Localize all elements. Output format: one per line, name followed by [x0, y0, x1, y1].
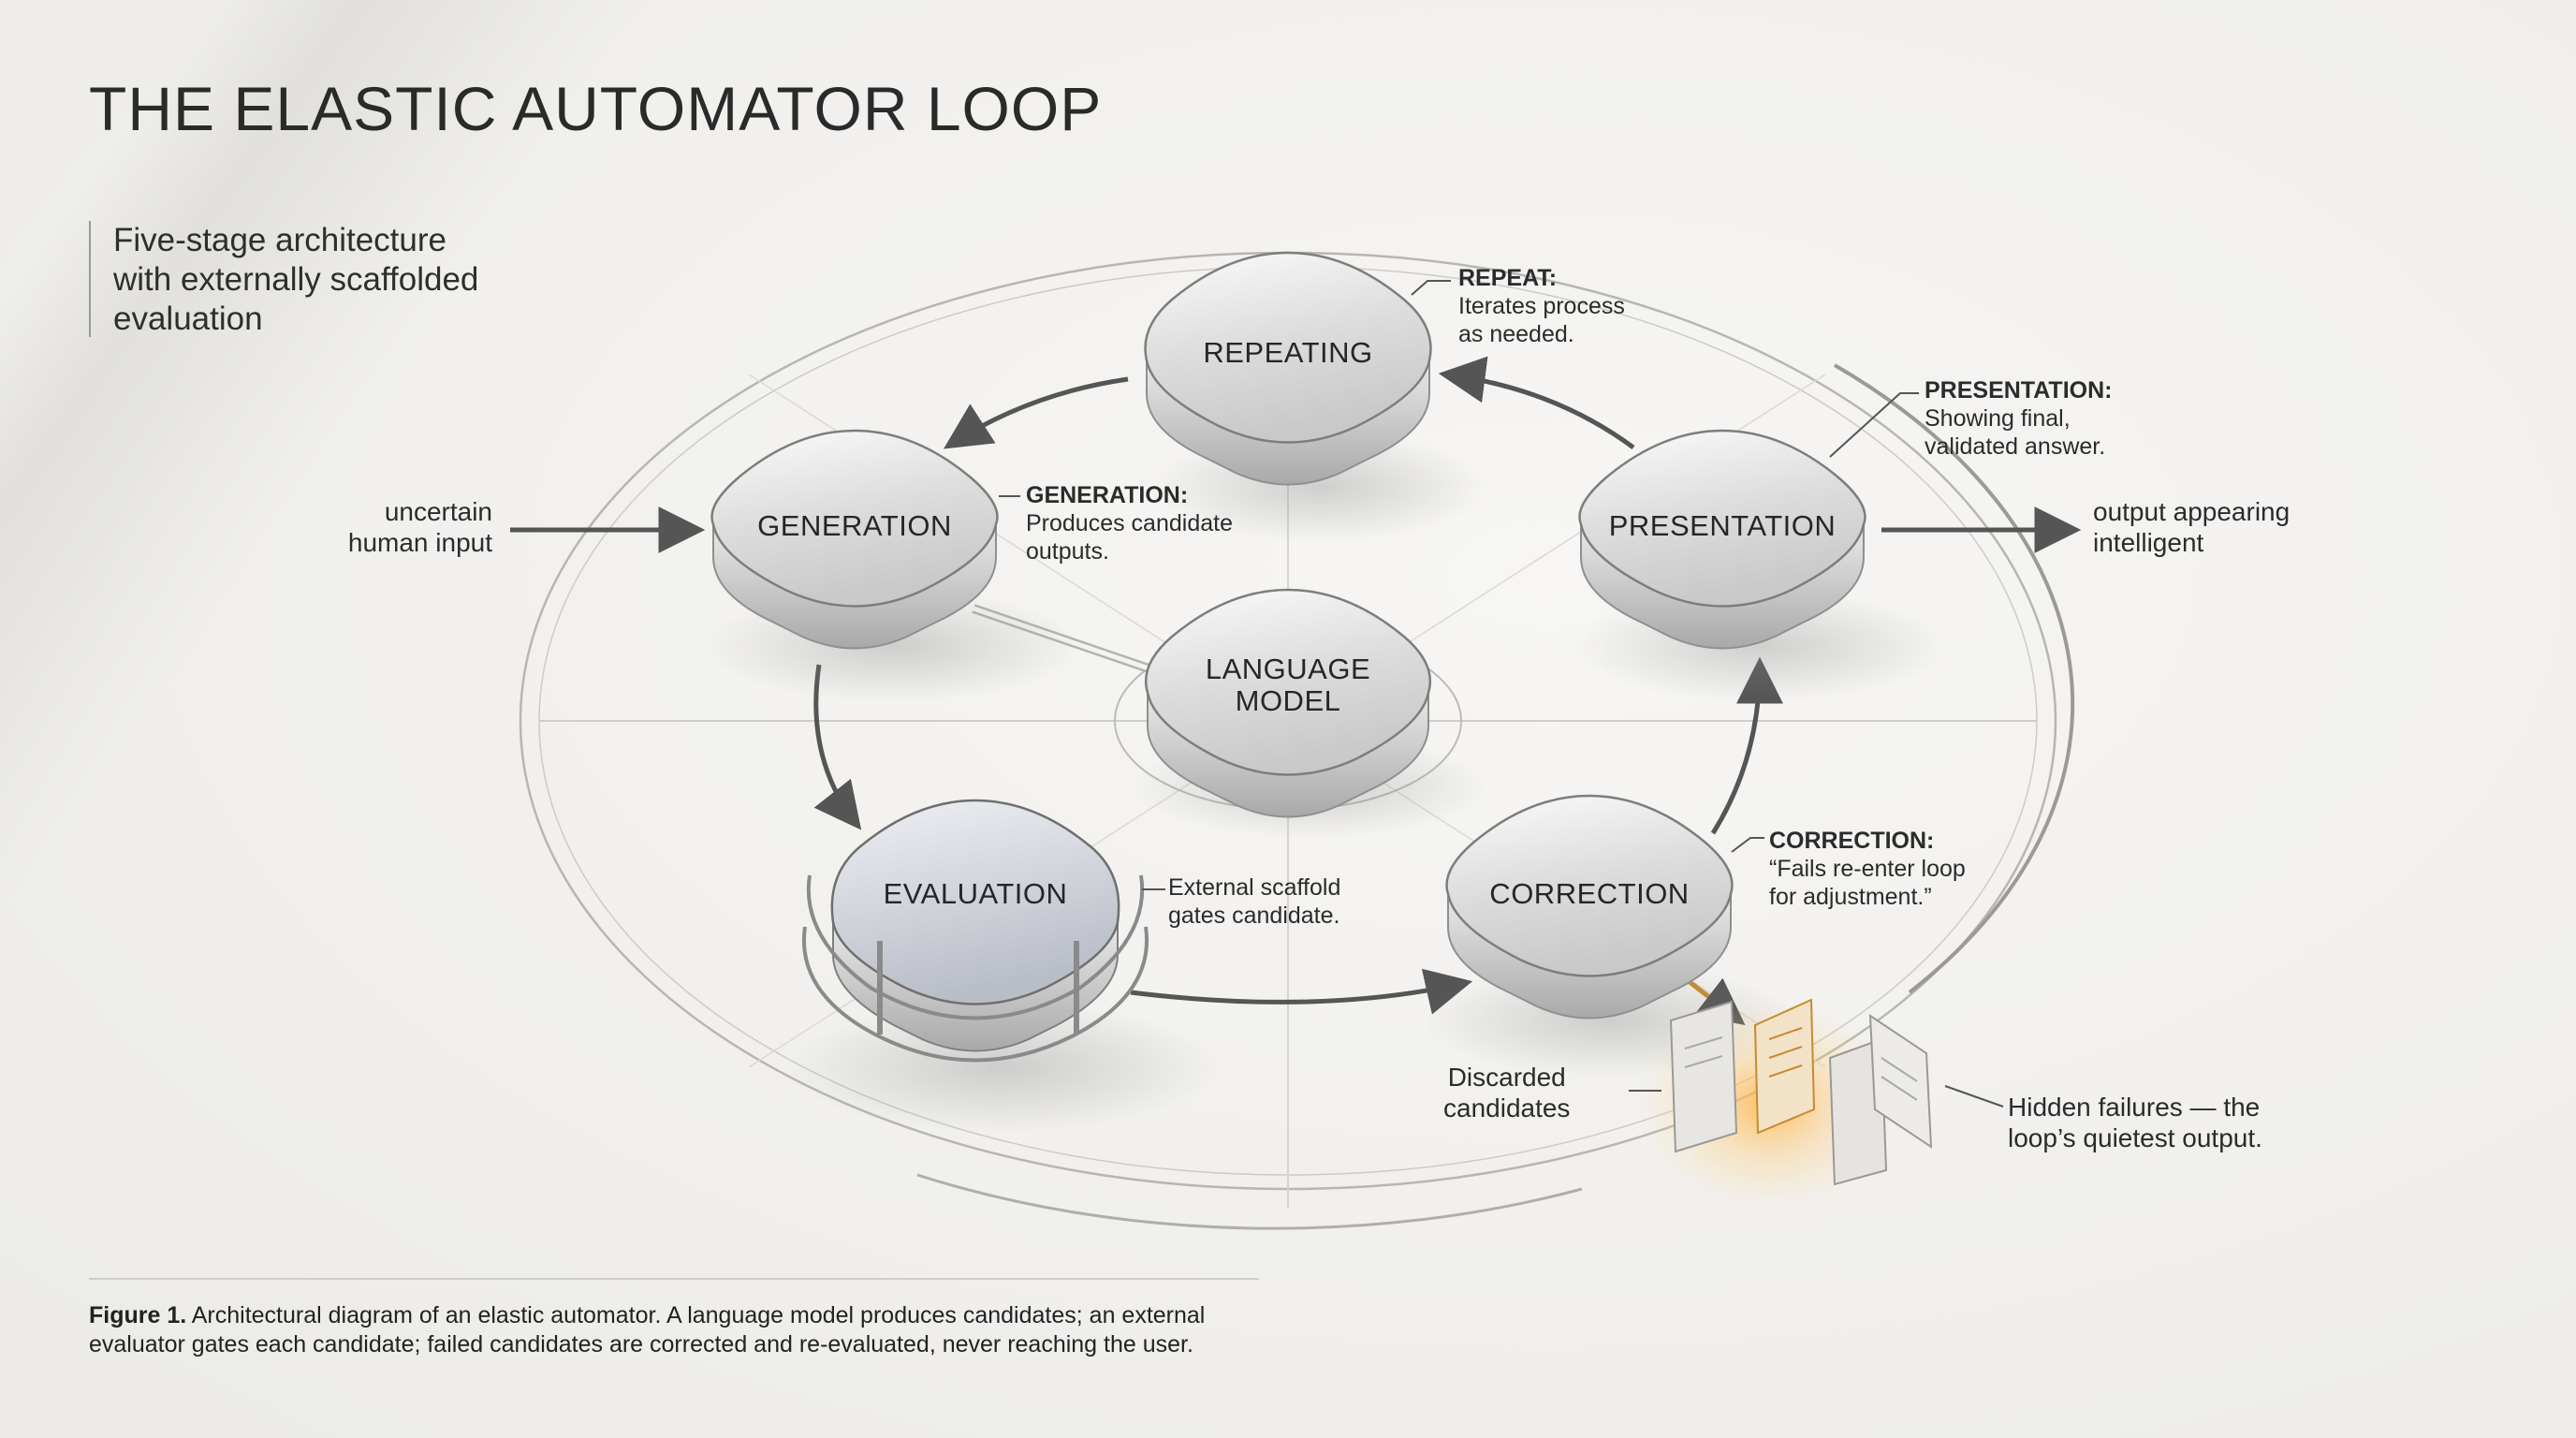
node-correction [1423, 794, 1797, 1077]
annotation-line: as needed. [1458, 321, 1574, 347]
subtitle: Five-stage architecture with externally … [89, 221, 478, 337]
output-label-line: intelligent [2093, 528, 2204, 557]
annotation-generation: GENERATION: Produces candidate outputs. [1026, 481, 1233, 565]
annotation-heading: GENERATION: [1026, 482, 1189, 508]
node-generation [707, 429, 1081, 702]
subtitle-line: with externally scaffolded [113, 261, 479, 298]
node-label-correction: CORRECTION [1489, 877, 1690, 910]
node-language-model [1133, 588, 1488, 838]
node-label-language-model-line: MODEL [1235, 684, 1341, 717]
node-label-language-model-line: LANGUAGE [1205, 653, 1371, 685]
arrow-presentation-to-repeating [1438, 356, 1635, 450]
output-label-line: output appearing [2093, 497, 2291, 526]
arrow-evaluation-to-correction [1130, 968, 1473, 1015]
discarded-label-line: Discarded [1447, 1063, 1566, 1092]
node-repeating [1144, 251, 1488, 543]
annotation-line: outputs. [1026, 538, 1109, 565]
document-icon [1828, 1037, 1888, 1186]
arrow-repeating-to-generation [944, 376, 1129, 449]
subtitle-line: evaluation [113, 301, 263, 337]
output-label: output appearing intelligent [2093, 496, 2290, 558]
annotation-line: External scaffold [1168, 874, 1341, 901]
annotation-presentation: PRESENTATION: Showing final, validated a… [1925, 376, 2112, 461]
hidden-failures-line: Hidden failures — the [2008, 1093, 2261, 1122]
discarded-documents [1638, 998, 1933, 1208]
page-title: THE ELASTIC AUTOMATOR LOOP [89, 74, 1103, 143]
annotation-heading: REPEAT: [1458, 265, 1558, 291]
input-label: uncertain human input [281, 496, 492, 558]
annotation-heading: PRESENTATION: [1925, 377, 2113, 404]
node-evaluation [786, 799, 1217, 1133]
annotation-evaluation: External scaffold gates candidate. [1168, 873, 1340, 930]
annotation-line: “Fails re-enter loop [1769, 856, 1966, 882]
document-icon [1753, 998, 1816, 1135]
annotation-line: Iterates process [1458, 293, 1625, 319]
discarded-label: Discarded candidates [1443, 1062, 1570, 1123]
annotation-line: gates candidate. [1168, 902, 1340, 929]
discarded-label-line: candidates [1443, 1093, 1571, 1123]
annotation-line: Showing final, [1925, 405, 2071, 432]
caption-divider [89, 1278, 1259, 1280]
leader-lines [999, 280, 2004, 1108]
document-icon [1669, 1000, 1738, 1153]
input-label-line: uncertain [384, 497, 492, 526]
node-label-repeating: REPEATING [1203, 336, 1373, 369]
annotation-heading: CORRECTION: [1769, 828, 1935, 854]
annotation-line: for adjustment.” [1769, 884, 1932, 910]
node-label-presentation: PRESENTATION [1608, 509, 1837, 542]
annotation-correction: CORRECTION: “Fails re-enter loop for adj… [1769, 827, 1966, 911]
node-label-evaluation: EVALUATION [883, 877, 1068, 910]
node-label-language-model: LANGUAGE MODEL [1206, 653, 1370, 717]
annotation-repeat: REPEAT: Iterates process as needed. [1458, 264, 1625, 348]
annotation-line: Produces candidate [1026, 510, 1233, 536]
subtitle-line: Five-stage architecture [113, 222, 446, 258]
figure-label: Figure 1. [89, 1302, 187, 1328]
figure-caption: Figure 1. Architectural diagram of an el… [89, 1301, 1306, 1359]
scaffold-frame [806, 874, 1145, 1020]
node-label-generation: GENERATION [757, 509, 952, 542]
hidden-failures-line: loop’s quietest output. [2008, 1123, 2262, 1152]
caption-text: Architectural diagram of an elastic auto… [89, 1302, 1206, 1357]
document-icon [1868, 1014, 1933, 1149]
annotation-line: validated answer. [1925, 433, 2106, 460]
hidden-failures-label: Hidden failures — the loop’s quietest ou… [2008, 1092, 2262, 1153]
input-label-line: human input [347, 528, 492, 557]
node-presentation [1573, 429, 1947, 702]
